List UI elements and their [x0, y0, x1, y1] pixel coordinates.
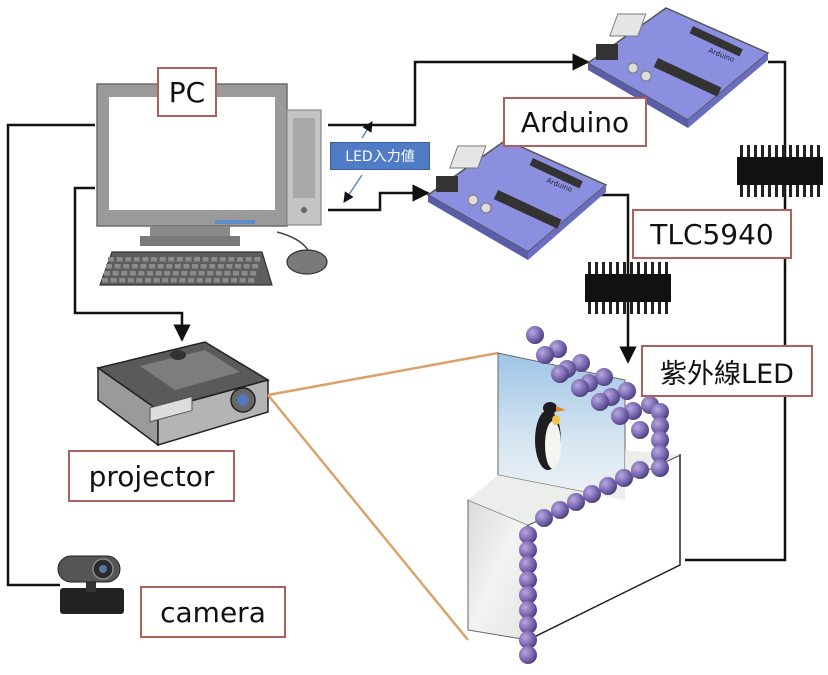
wire-arduino-right: [685, 60, 787, 562]
webcam-icon: [57, 555, 124, 614]
wires: [6, 53, 787, 587]
keyboard-icon: [99, 251, 273, 286]
projection-lines: [267, 351, 499, 641]
front-screen: [467, 450, 681, 642]
wire-pc-camera: [6, 123, 95, 587]
wire-arduino-tlc: [600, 193, 637, 364]
mouse-icon: [276, 231, 328, 275]
tlc5940-label: TLC5940: [632, 209, 792, 259]
penguin-image: [535, 402, 566, 470]
tower-icon: [286, 109, 322, 226]
arduino-board-icon: Arduino: [426, 139, 608, 260]
pc-label: PC: [157, 67, 217, 117]
led-input-arrows: [343, 121, 373, 203]
arduino-label: Arduino: [503, 97, 647, 147]
led-bead-icon: [519, 326, 669, 664]
ic-chip-icon: [585, 262, 671, 314]
ic-chip-icon: [737, 145, 823, 197]
wire-pc-arduino-bottom: [328, 184, 430, 212]
arduino-board-icon: Arduino: [586, 7, 770, 128]
led-input-label: LED入力値: [330, 142, 430, 170]
projector-label: projector: [68, 450, 235, 502]
uv-led-label: 紫外線LED: [641, 345, 813, 397]
wire-pc-projector: [73, 186, 191, 342]
camera-label: camera: [140, 586, 286, 638]
projector-icon: [96, 341, 270, 447]
